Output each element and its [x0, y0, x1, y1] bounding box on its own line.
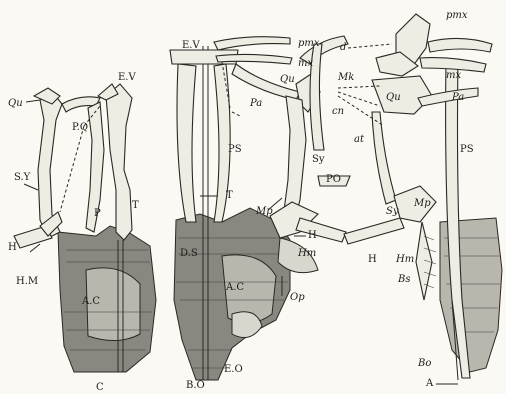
label-op: Op — [290, 292, 305, 303]
label-qu: Qu — [386, 92, 401, 103]
label-mk: Mk — [337, 72, 354, 83]
label-hm: H.M — [16, 276, 38, 287]
label-h: H — [368, 254, 377, 265]
label-bo: Bo — [417, 358, 431, 369]
label-t: T — [132, 200, 139, 211]
label-mp: Mp — [413, 198, 431, 209]
label-ps: PS — [460, 144, 474, 155]
label-ac: A.C — [225, 282, 244, 293]
label-at: at — [354, 134, 365, 145]
label-sy: S.Y — [14, 172, 31, 183]
label-hm: Hm — [395, 254, 414, 265]
label-po: PO — [326, 174, 341, 185]
label-bo: B.O — [186, 380, 205, 391]
label-mx: mx — [298, 58, 313, 69]
label-sy: Sy — [312, 154, 325, 165]
label-bs: Bs — [397, 274, 410, 285]
label-ps: PS — [228, 144, 242, 155]
label-ev: E.V — [182, 40, 200, 51]
right-skull-diagram — [338, 14, 502, 380]
label-pq: P.Q — [72, 122, 88, 133]
label-d: d — [340, 42, 346, 53]
label-pmx: pmx — [446, 10, 468, 21]
label-ev: E.V — [118, 72, 136, 83]
label-ds: D.S — [180, 248, 198, 259]
label-mx: mx — [446, 70, 461, 81]
label-c: C — [96, 382, 104, 393]
label-ac: A.C — [81, 296, 100, 307]
label-eo: E.O — [224, 364, 243, 375]
label-pmx: pmx — [298, 38, 320, 49]
label-h: H — [8, 242, 17, 253]
label-pa: Pa — [451, 92, 464, 103]
label-cn: cn — [332, 106, 344, 117]
label-qu: Qu — [8, 98, 23, 109]
label-pa: Pa — [249, 98, 262, 109]
label-a: A — [425, 378, 434, 389]
label-qu: Qu — [280, 74, 295, 85]
label-sy: Sy — [386, 206, 399, 217]
label-h: H — [308, 230, 317, 241]
label-hm: Hm — [297, 248, 316, 259]
label-t: T — [226, 190, 233, 201]
label-p: P — [94, 208, 101, 219]
